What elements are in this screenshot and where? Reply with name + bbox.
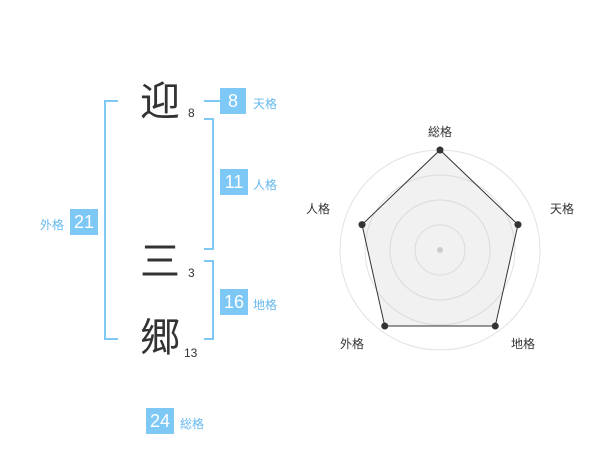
soukaku-label: 総格 [180,417,205,431]
radar-label-tenkaku: 天格 [550,202,575,216]
tenkaku-bracket [204,100,220,102]
tenkaku-value: 8 [220,88,246,114]
jinkaku-value: 11 [220,169,248,195]
soukaku-value: 24 [146,408,174,434]
stroke-count-2: 3 [188,266,195,280]
tenkaku-label: 天格 [253,97,278,111]
jinkaku-label: 人格 [253,178,278,192]
radar-point-0 [436,146,444,154]
radar-label-gaikaku: 外格 [340,337,365,351]
radar-label-jinkaku: 人格 [306,202,331,216]
radar-ring [364,174,516,326]
chikaku-label: 地格 [253,298,278,312]
chikaku-value: 16 [220,289,248,315]
radar-label-chikaku: 地格 [511,337,536,351]
radar-label-soukaku: 総格 [428,125,453,139]
radar-point-4 [358,221,366,229]
radar-point-2 [491,322,499,330]
radar-point-3 [381,322,389,330]
radar-polygon [361,149,519,327]
stroke-count-3: 13 [184,346,198,360]
jinkaku-bracket [204,118,214,250]
chikaku-bracket [204,260,214,340]
gaikaku-bracket [104,100,118,340]
gaikaku-label: 外格 [40,218,65,232]
name-char-3: 郷 [140,315,180,361]
radar-center [437,247,443,253]
name-char-1: 迎 [140,79,180,125]
stroke-count-1: 8 [188,106,195,120]
gaikaku-value: 21 [70,209,98,235]
radar-ring [414,224,466,276]
name-char-2: 三 [140,239,180,285]
radar-point-1 [514,221,522,229]
radar-ring [389,199,491,301]
